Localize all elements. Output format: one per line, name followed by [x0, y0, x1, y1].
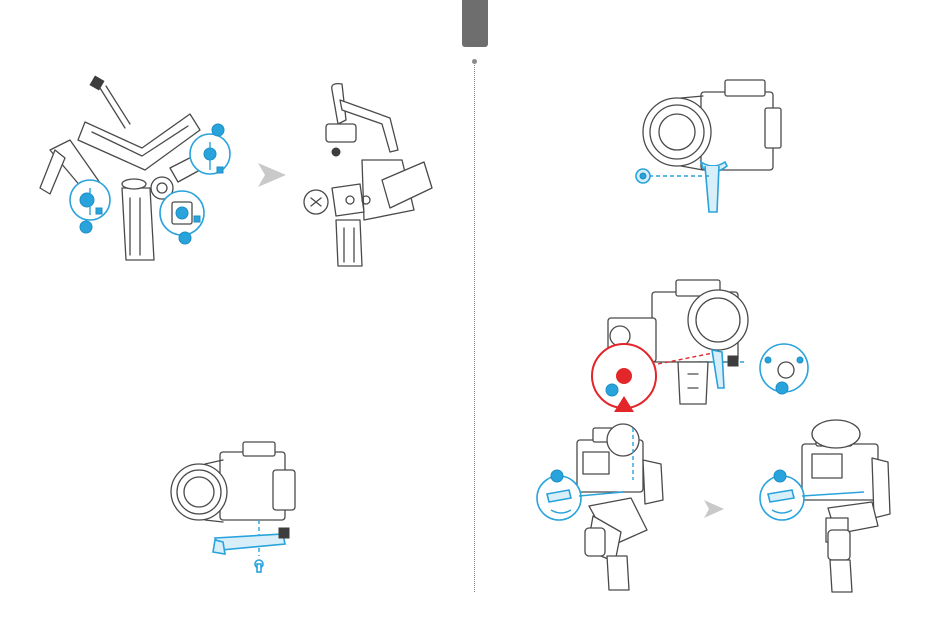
- page-tab: [462, 0, 488, 47]
- camera-balanced-locked: [752, 418, 902, 594]
- gimbal-folded-unlocking-axes: [30, 70, 245, 270]
- gimbal-unfolded: [302, 80, 442, 268]
- step-arrow-1: [258, 163, 286, 187]
- camera-lens-support-mount: [633, 74, 783, 214]
- page-divider: [474, 62, 475, 592]
- step-arrow-2: [704, 500, 724, 518]
- camera-quick-release-plate-mount: [165, 440, 300, 580]
- camera-balancing-sliding-plate: [535, 420, 675, 592]
- camera-mounted-on-gimbal-with-warning: [588, 278, 813, 418]
